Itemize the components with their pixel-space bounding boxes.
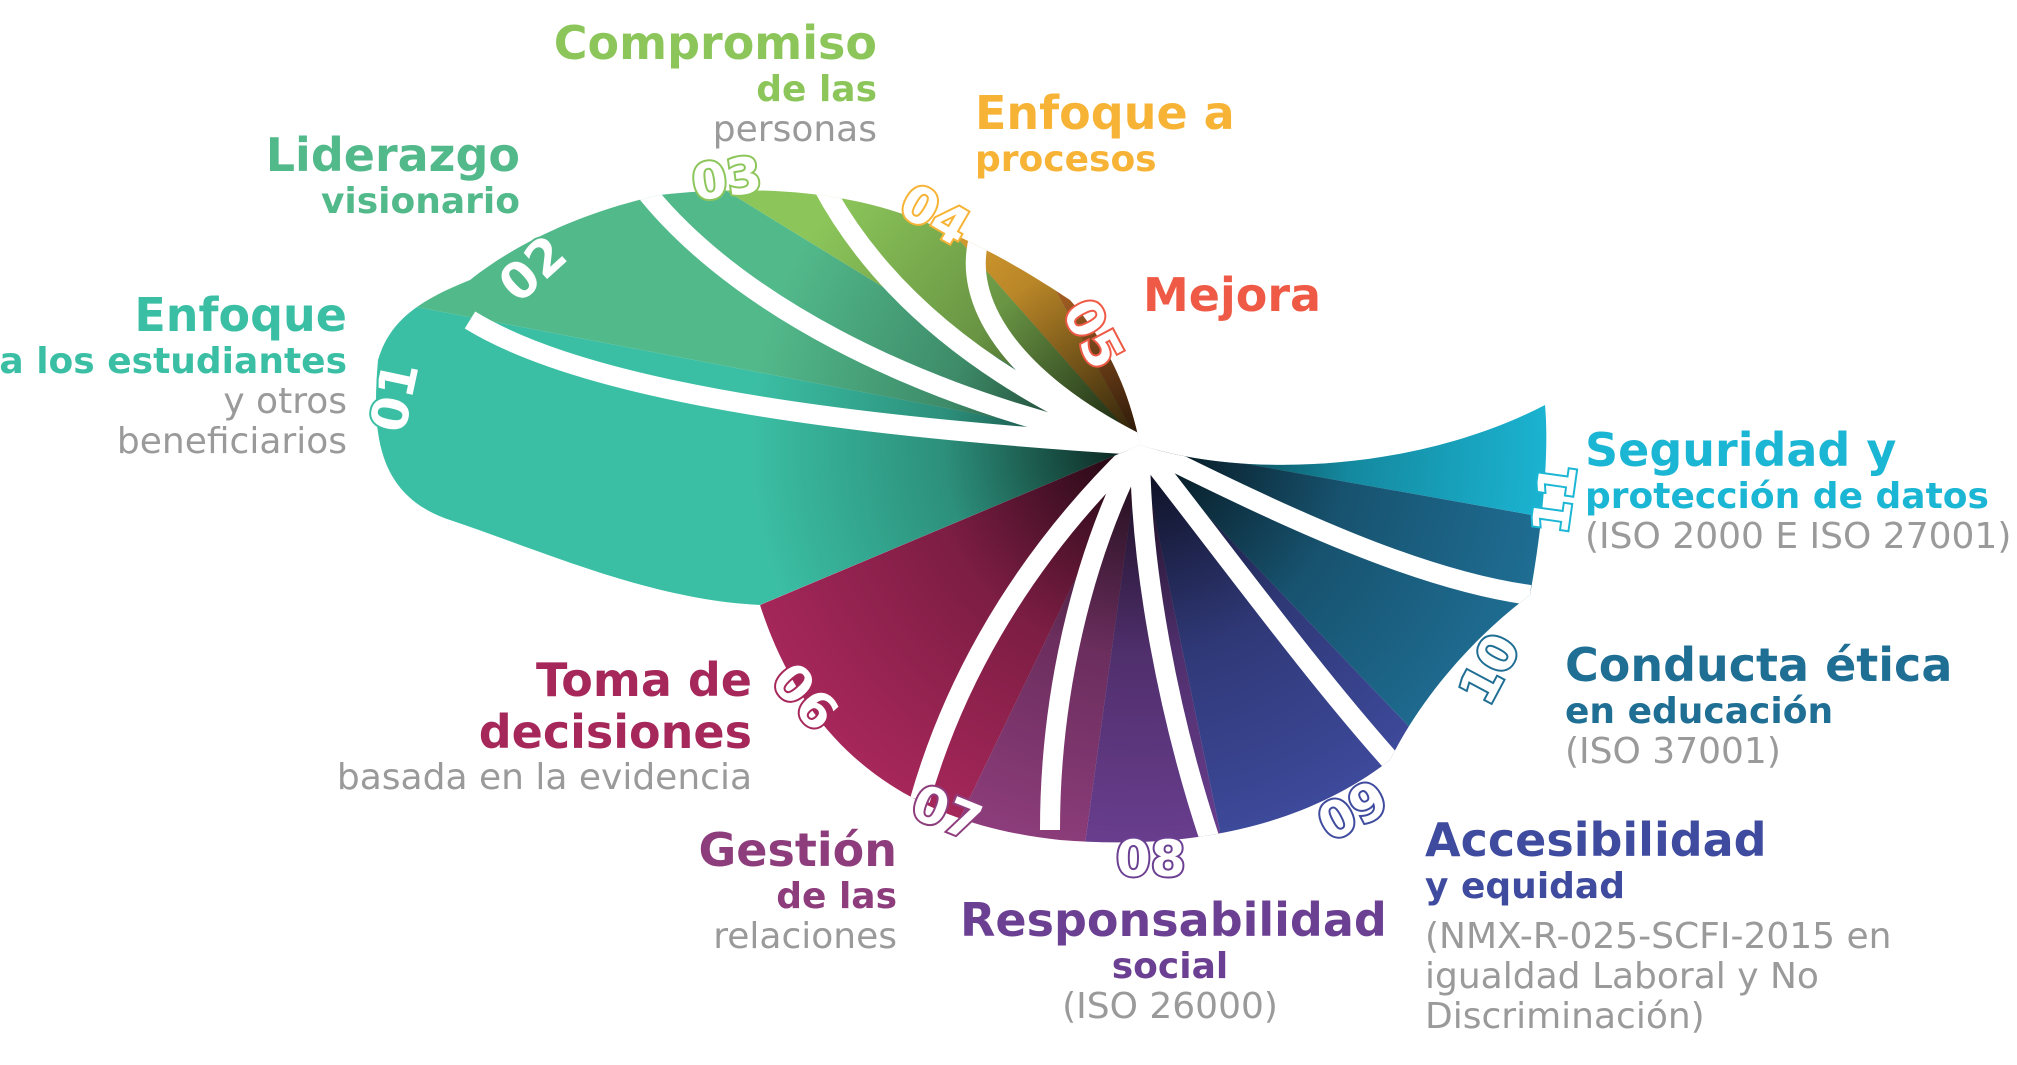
number-03: 03 xyxy=(686,143,767,214)
label-01: Enfoque a los estudiantes y otros benefi… xyxy=(0,288,347,463)
label-02: Liderazgo visionario xyxy=(265,128,520,222)
number-11: 11 xyxy=(1519,459,1590,540)
label-10: Conducta ética en educación (ISO 37001) xyxy=(1565,638,1953,772)
label-08: Responsabilidad social (ISO 26000) xyxy=(960,893,1387,1027)
label-06: Toma de decisiones basada en la evidenci… xyxy=(336,653,752,799)
number-08: 08 xyxy=(1114,828,1188,890)
label-05: Mejora xyxy=(1143,268,1322,322)
label-03: Compromiso de las personas xyxy=(553,16,877,150)
label-09: Accesibilidad y equidad (NMX-R-025-SCFI-… xyxy=(1425,813,1892,1038)
label-07: Gestión de las relaciones xyxy=(698,823,897,957)
label-04: Enfoque a procesos xyxy=(975,86,1235,180)
label-11: Seguridad y protección de datos (ISO 200… xyxy=(1585,423,2012,557)
